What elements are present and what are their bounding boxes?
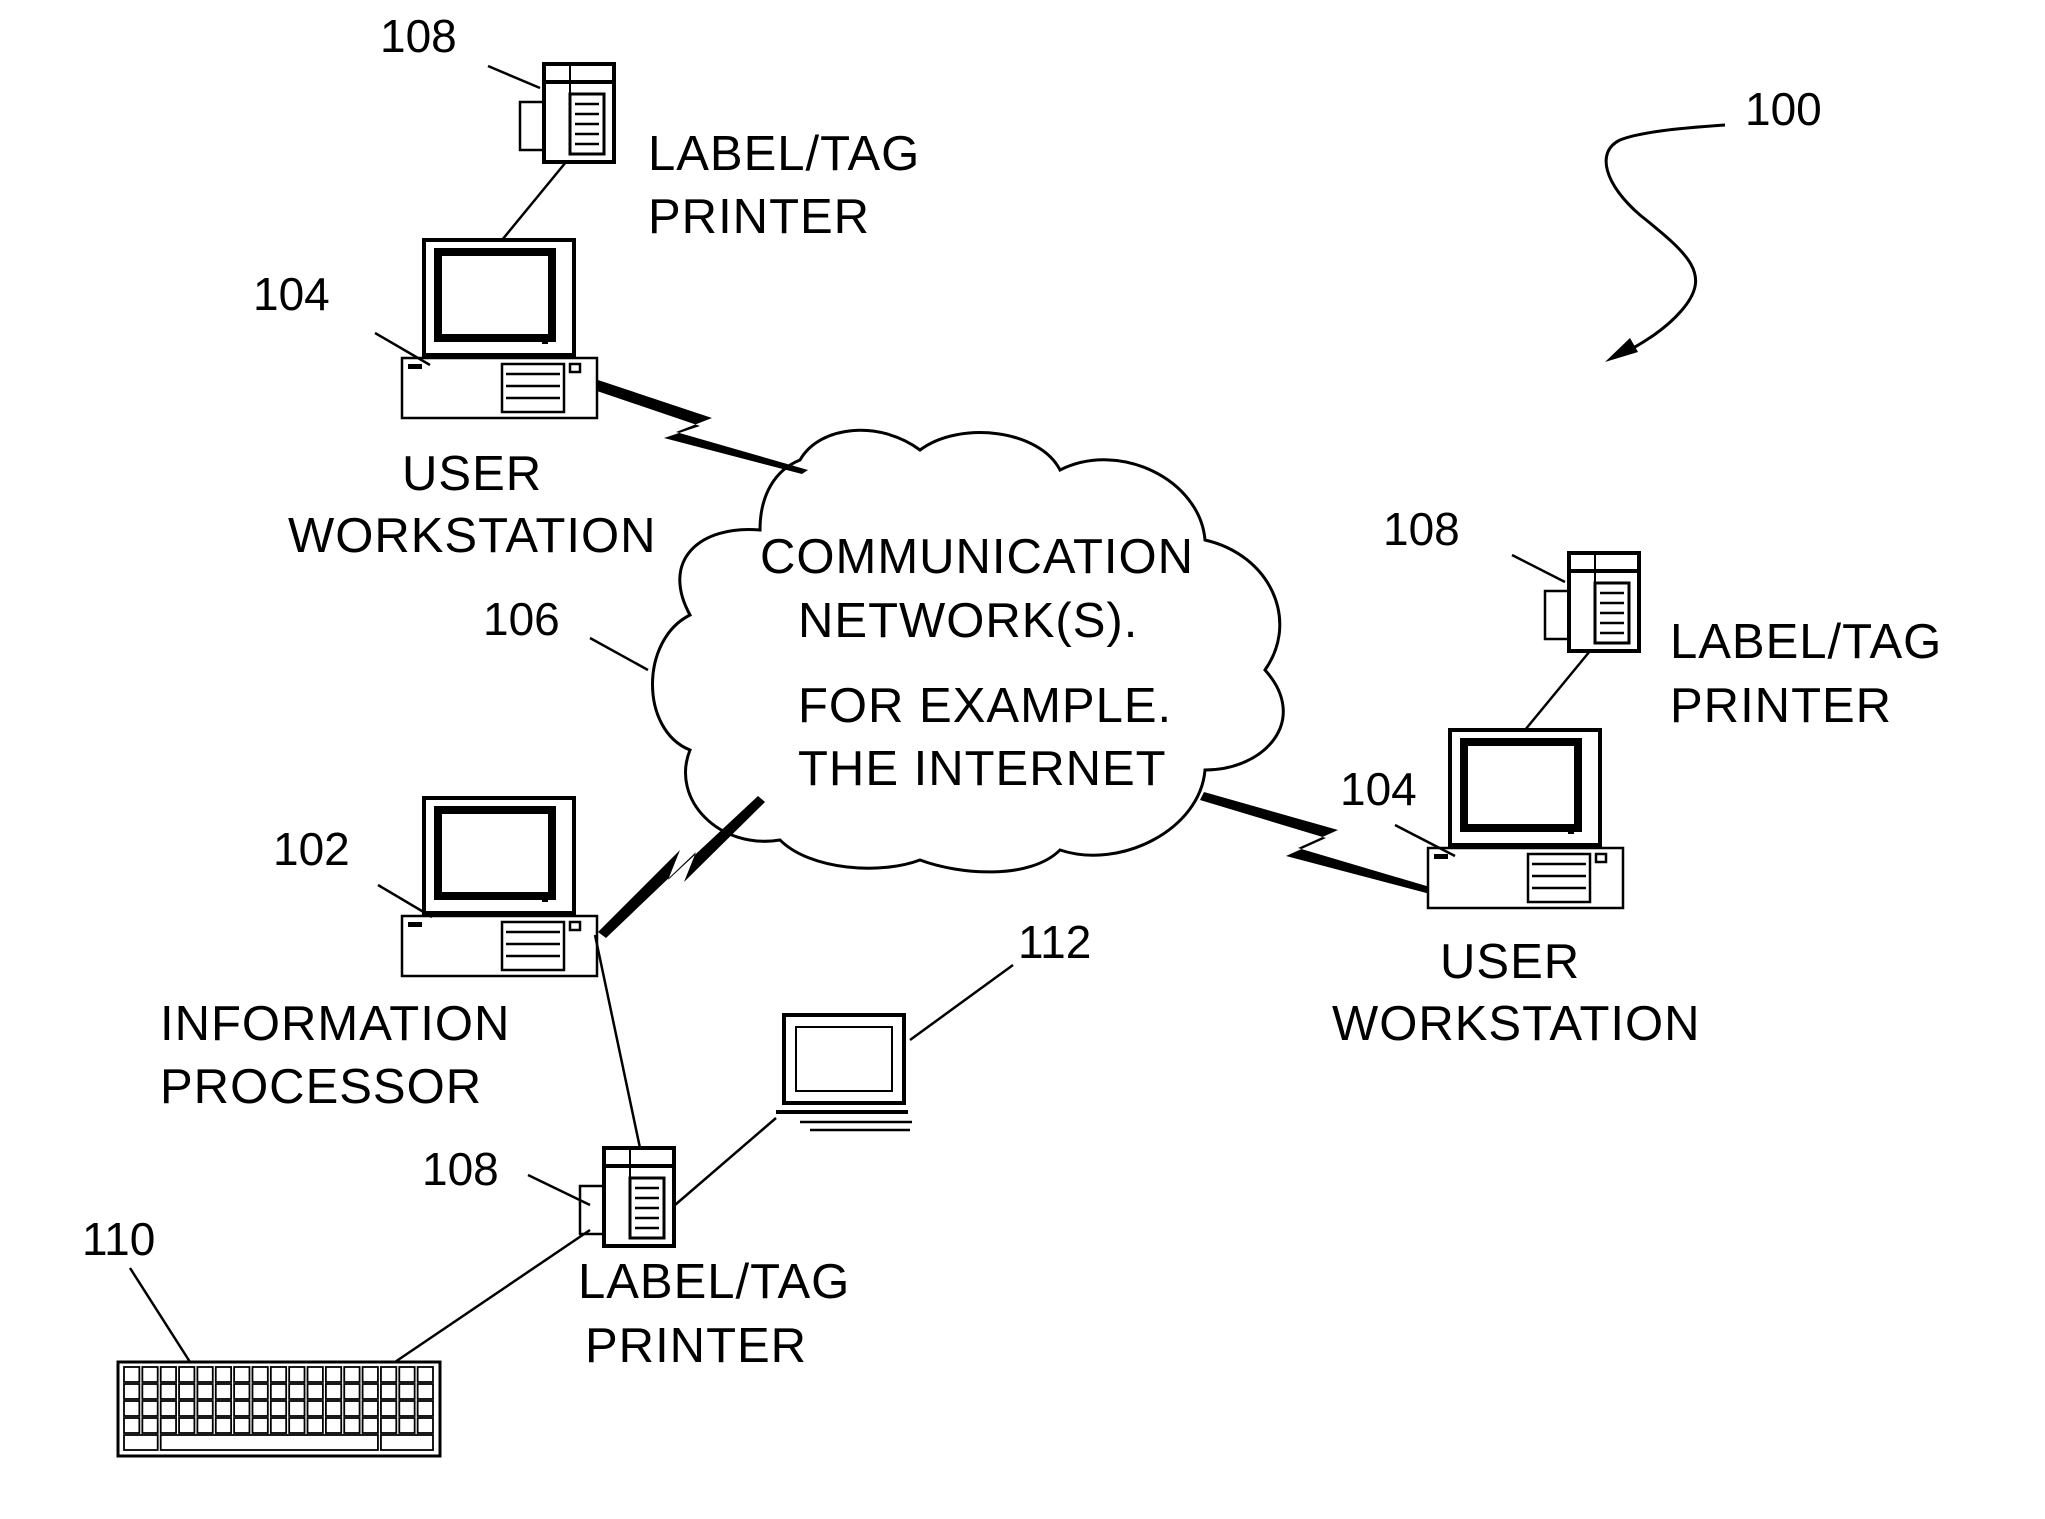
printer-top-label-line2: PRINTER [648,190,870,244]
network-label-line1: COMMUNICATION [760,530,1194,584]
network-ref-number: 106 [483,593,560,645]
workstation-right-label-line2: WORKSTATION [1332,997,1701,1051]
laptop-printer-cable [675,1118,776,1205]
workstation-top-label-line1: USER [402,447,542,501]
lightning-link-top-icon [594,380,808,474]
network-label-line2: NETWORK(S). [798,594,1138,648]
laptop-ref-number: 112 [1018,916,1091,968]
printer-icon [1545,553,1639,651]
arrow-head-icon [1605,338,1638,362]
info-processor-ref-number: 102 [273,823,350,875]
printer-keyboard-cable [395,1230,590,1362]
printer-icon [520,64,614,162]
communication-network: COMMUNICATION NETWORK(S). FOR EXAMPLE. T… [483,430,1283,872]
information-processor: 102 INFORMATION PROCESSOR [160,798,640,1148]
printer-right-label-line1: LABEL/TAG [1670,615,1942,669]
printer-top-ref-number: 108 [380,10,457,62]
keyboard: 110 [82,1213,440,1456]
processor-printer-cable [595,935,640,1148]
label-printer-bottom: 108 LABEL/TAG PRINTER [395,1143,850,1373]
lightning-link-processor-icon [598,796,765,938]
printer-icon [580,1148,674,1246]
network-label-line3: FOR EXAMPLE. [798,679,1172,733]
printer-top-label-line1: LABEL/TAG [648,127,920,181]
laptop: 112 [675,916,1091,1205]
workstation-right-ref-number: 104 [1340,763,1417,815]
network-label-line4: THE INTERNET [798,742,1167,796]
computer-icon [402,798,597,976]
printer-bottom-label-line2: PRINTER [585,1319,807,1373]
workstation-right-label-line1: USER [1440,935,1580,989]
info-processor-label-line1: INFORMATION [160,997,510,1051]
workstation-top-ref-number: 104 [253,268,330,320]
network-cloud-icon [653,430,1284,872]
printer-right-label-line2: PRINTER [1670,679,1892,733]
label-printer-top: 108 LABEL/TAG PRINTER [380,10,920,244]
printer-bottom-ref-number: 108 [422,1143,499,1195]
printer-right-cable [1525,651,1590,730]
workstation-top-label-line2: WORKSTATION [288,509,657,563]
printer-bottom-label-line1: LABEL/TAG [578,1255,850,1309]
printer-right-ref-number: 108 [1383,503,1460,555]
user-workstation-right: 104 USER WORKSTATION [1332,730,1701,1051]
info-processor-label-line2: PROCESSOR [160,1060,482,1114]
user-workstation-top: 104 USER WORKSTATION [253,240,657,563]
computer-icon [402,240,597,418]
svg-text:100: 100 [1745,83,1822,135]
figure-pointer-line [1606,125,1725,355]
keyboard-ref-number: 110 [82,1213,155,1265]
computer-icon [1428,730,1623,908]
label-printer-right: 108 LABEL/TAG PRINTER [1383,503,1942,733]
network-leader-line [590,638,648,670]
keyboard-icon [118,1362,440,1456]
figure-number: 100 [1605,83,1822,362]
printer-top-cable [502,162,566,240]
